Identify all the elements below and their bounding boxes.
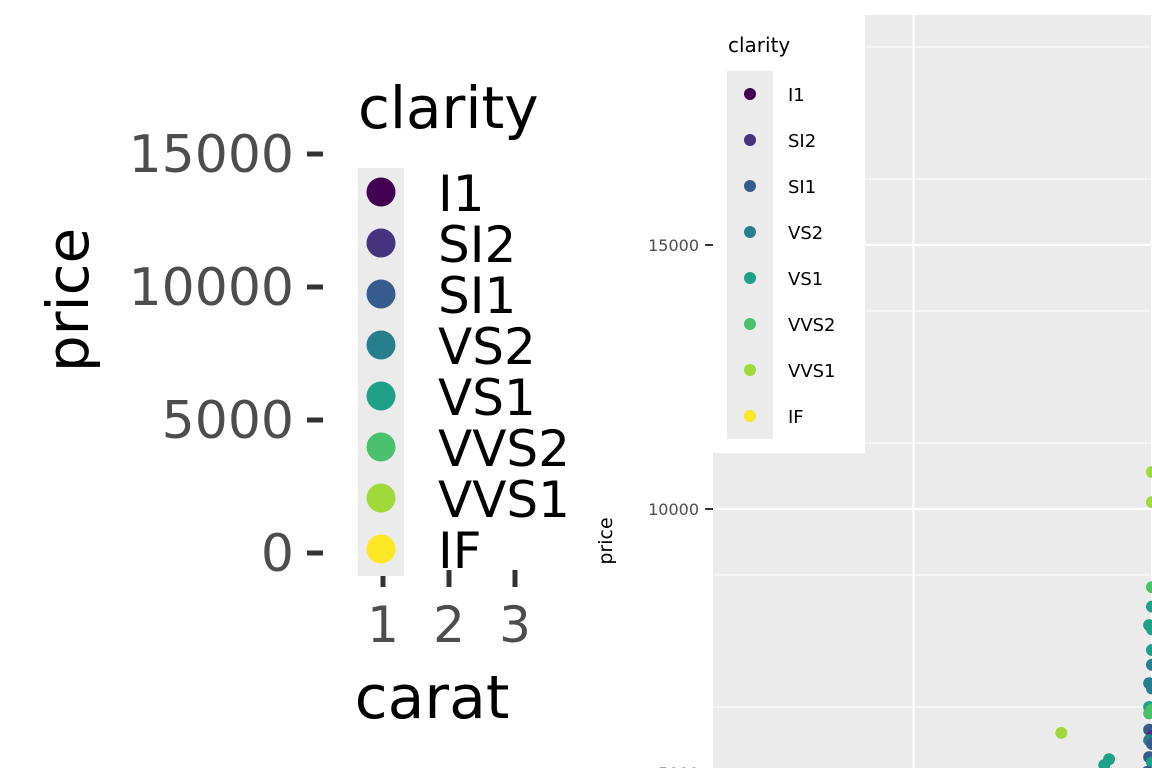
legend-key-si2 xyxy=(366,228,396,258)
data-point xyxy=(1146,737,1152,750)
legend-key-if xyxy=(744,410,756,422)
left-y-tick-label: 15000 xyxy=(129,125,294,185)
right-y-tick-label: 15000 xyxy=(648,236,699,255)
left-legend-title: clarity xyxy=(358,74,539,142)
right-y-tick-label: 5000 xyxy=(658,764,699,768)
legend-label-si1: SI1 xyxy=(788,177,816,198)
data-point xyxy=(1146,466,1152,479)
data-point xyxy=(1146,756,1152,768)
data-point xyxy=(1142,765,1152,768)
left-x-tick-label: 2 xyxy=(433,596,465,654)
legend-label-vs2: VS2 xyxy=(438,318,536,376)
right-legend-key-background xyxy=(727,71,773,439)
legend-label-si2: SI2 xyxy=(438,216,516,274)
right-plot: 5000 10000 15000 price clarity I1SI2SI1VS2… xyxy=(595,0,1152,768)
data-point xyxy=(1146,682,1152,695)
left-y-tick-label: 0 xyxy=(261,524,294,584)
right-y-tick-label: 10000 xyxy=(648,500,699,519)
legend-label-vvs1: VVS1 xyxy=(438,471,570,529)
legend-key-si1 xyxy=(366,279,396,309)
right-legend-title: clarity xyxy=(728,33,790,57)
legend-key-i1 xyxy=(744,88,756,100)
legend-key-vvs1 xyxy=(366,483,396,513)
left-x-tick-label: 3 xyxy=(499,596,531,654)
legend-label-vvs2: VVS2 xyxy=(788,315,836,336)
left-y-axis-title: price xyxy=(34,228,102,372)
left-y-tick-label: 5000 xyxy=(162,391,294,451)
left-y-tick-label: 10000 xyxy=(129,258,294,318)
legend-key-vvs2 xyxy=(744,318,756,330)
data-point xyxy=(1146,581,1152,594)
legend-label-if: IF xyxy=(788,407,804,428)
right-y-axis-title: price xyxy=(595,517,617,564)
data-point xyxy=(1146,623,1152,636)
legend-label-vvs1: VVS1 xyxy=(788,361,836,382)
legend-key-vvs1 xyxy=(744,364,756,376)
data-point xyxy=(1146,658,1152,671)
data-point xyxy=(1055,726,1068,739)
left-x-axis-title: carat xyxy=(355,663,510,733)
legend-key-si2 xyxy=(744,134,756,146)
legend-label-si1: SI1 xyxy=(438,267,516,325)
left-x-tick-label: 1 xyxy=(367,596,399,654)
data-point xyxy=(1098,759,1111,768)
legend-key-vs1 xyxy=(744,272,756,284)
legend-label-i1: I1 xyxy=(788,85,805,106)
data-point xyxy=(1146,643,1152,656)
legend-key-si1 xyxy=(744,180,756,192)
data-point xyxy=(1146,496,1152,509)
legend-key-vvs2 xyxy=(366,432,396,462)
legend-key-vs2 xyxy=(744,226,756,238)
legend-label-vs1: VS1 xyxy=(438,369,536,427)
legend-key-i1 xyxy=(366,177,396,207)
data-point xyxy=(1146,703,1152,716)
data-point xyxy=(1146,600,1152,613)
legend-key-if xyxy=(366,534,396,564)
legend-label-vs2: VS2 xyxy=(788,223,823,244)
legend-label-i1: I1 xyxy=(438,165,485,223)
legend-label-vs1: VS1 xyxy=(788,269,823,290)
legend-label-vvs2: VVS2 xyxy=(438,420,570,478)
legend-key-vs1 xyxy=(366,381,396,411)
legend-label-if: IF xyxy=(438,522,482,580)
legend-label-si2: SI2 xyxy=(788,131,816,152)
legend-key-vs2 xyxy=(366,330,396,360)
